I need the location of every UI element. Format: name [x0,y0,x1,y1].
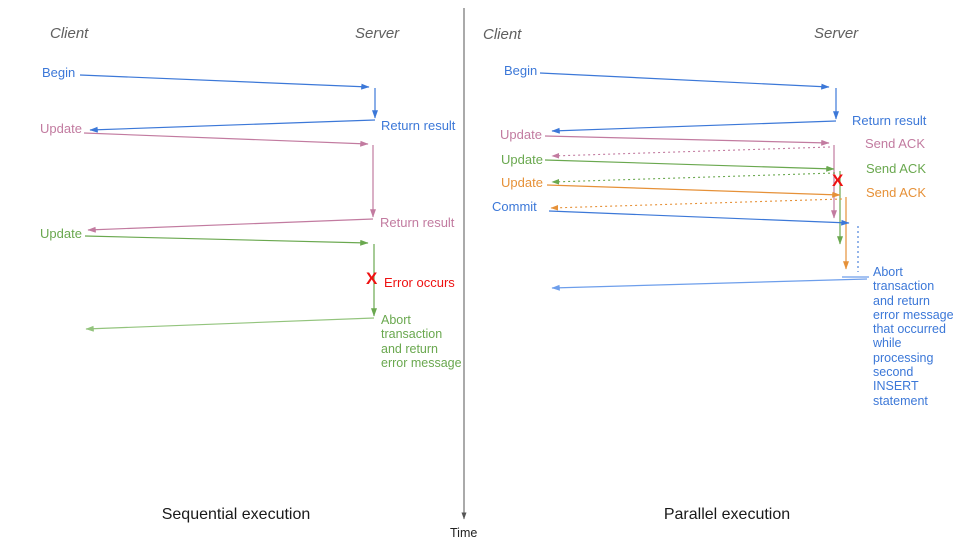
right-return1-line [551,120,837,134]
right-commit-request-line [548,210,850,226]
right-client-header: Client [483,26,522,43]
left-panel-caption: Sequential execution [161,506,311,523]
right-ack1-line [551,146,831,159]
right-ack2-line [551,172,836,185]
right-update-2-label: Update [501,152,543,167]
right-update2-request-line [544,159,835,172]
right-abort-message: Abort transaction and return error messa… [873,265,954,408]
right-server-header: Server [814,25,859,42]
left-update2-request-line [84,235,369,246]
right-begin-label: Begin [504,63,538,78]
right-abort-return-line [551,278,868,291]
left-error-occurs-label: Error occurs [384,275,455,290]
left-begin-request-line [79,74,370,90]
left-abort-message: Abort transaction and return error messa… [381,313,462,370]
right-ack3-line [550,198,843,211]
right-begin-request-line [539,72,830,90]
right-return-result-label: Return result [852,113,927,128]
right-update1-request-line [544,135,830,146]
left-update-2-label: Update [40,226,82,241]
left-update-1-label: Update [40,121,82,136]
left-begin-label: Begin [42,65,76,80]
right-panel-caption: Parallel execution [663,506,791,523]
right-update-3-label: Update [501,175,543,190]
left-return2-line [87,218,374,233]
left-update1-request-line [83,132,369,147]
left-return-result-2-label: Return result [380,215,455,230]
error-x-icon: X [366,269,378,288]
error-x-icon: X [832,171,844,190]
left-return-result-1-label: Return result [381,118,456,133]
right-update3-request-line [546,184,841,198]
left-server-header: Server [355,25,400,42]
right-commit-label: Commit [492,199,537,214]
right-send-ack-1-label: Send ACK [865,136,925,151]
right-send-ack-2-label: Send ACK [866,161,926,176]
left-client-header: Client [50,25,89,42]
left-abort-return-line [85,317,375,332]
right-send-ack-3-label: Send ACK [866,185,926,200]
left-return1-line [89,119,376,133]
right-update-1-label: Update [500,127,542,142]
time-axis-label: Time [450,526,478,540]
